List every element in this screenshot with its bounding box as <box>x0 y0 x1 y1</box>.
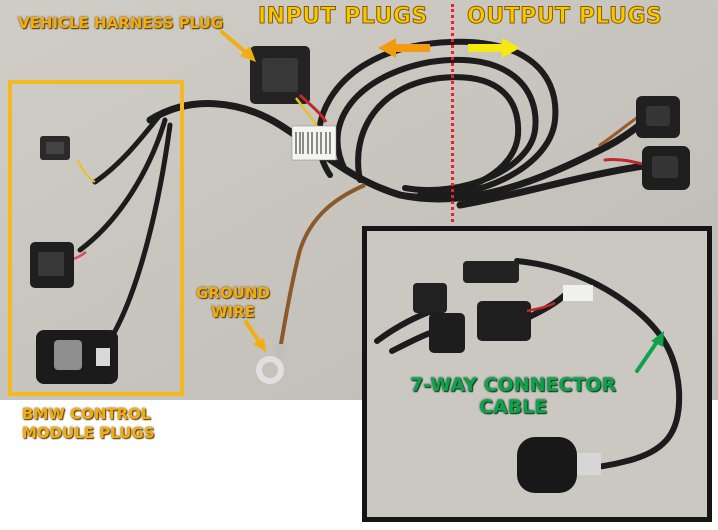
input-plugs-label: INPUT PLUGS <box>258 4 428 30</box>
module-plugs-highlight-box <box>8 80 184 396</box>
ground-wire-pointer <box>244 320 266 352</box>
seven-way-cable-inset <box>362 226 712 522</box>
vehicle-harness-plug-label: VEHICLE HARNESS PLUG <box>18 14 224 32</box>
ground-wire-label-line-2: WIRE <box>210 303 255 321</box>
input-arrow <box>378 38 430 58</box>
harness-photo <box>0 0 718 400</box>
ground-ring-terminal <box>256 344 284 384</box>
module-plug-large <box>36 330 118 384</box>
module-plug-wires <box>77 112 173 343</box>
inset-plug-left-2 <box>429 313 465 353</box>
harness-trunk <box>146 100 659 209</box>
module-wire-yellow <box>77 159 96 183</box>
bmw-label-line-2: MODULE PLUGS <box>22 424 155 442</box>
output-plug-2 <box>642 146 690 190</box>
inset-plug-top <box>463 261 519 283</box>
seven-way-label-line-2: CABLE <box>478 396 548 418</box>
input-output-divider <box>451 4 454 222</box>
seven-way-pointer <box>635 331 664 373</box>
inset-plug-mid <box>477 301 556 341</box>
bmw-control-module-plugs-label: BMW CONTROL MODULE PLUGS <box>22 405 155 443</box>
output-plug-1 <box>636 96 680 138</box>
vehicle-plug-pointer <box>220 30 256 62</box>
vehicle-harness-plug <box>250 46 328 129</box>
ground-wire-label: GROUND WIRE <box>196 284 270 322</box>
seven-way-label-line-1: 7-WAY CONNECTOR <box>410 374 617 396</box>
barcode-lines <box>295 132 331 154</box>
bmw-label-line-1: BMW CONTROL <box>22 405 151 423</box>
ground-wire-label-line-1: GROUND <box>196 284 270 302</box>
output-plugs-label: OUTPUT PLUGS <box>466 4 663 30</box>
seven-way-connector <box>517 437 601 493</box>
output-arrow <box>468 38 520 58</box>
inset-tag <box>563 285 593 301</box>
harness-coil <box>315 38 559 200</box>
barcode-tag <box>291 125 337 161</box>
module-plug-medium <box>30 242 74 288</box>
ground-wire <box>278 183 366 351</box>
module-plug-small <box>40 136 70 160</box>
seven-way-connector-cable-label: 7-WAY CONNECTOR CABLE <box>410 374 616 418</box>
inset-plug-left-1 <box>413 283 447 313</box>
